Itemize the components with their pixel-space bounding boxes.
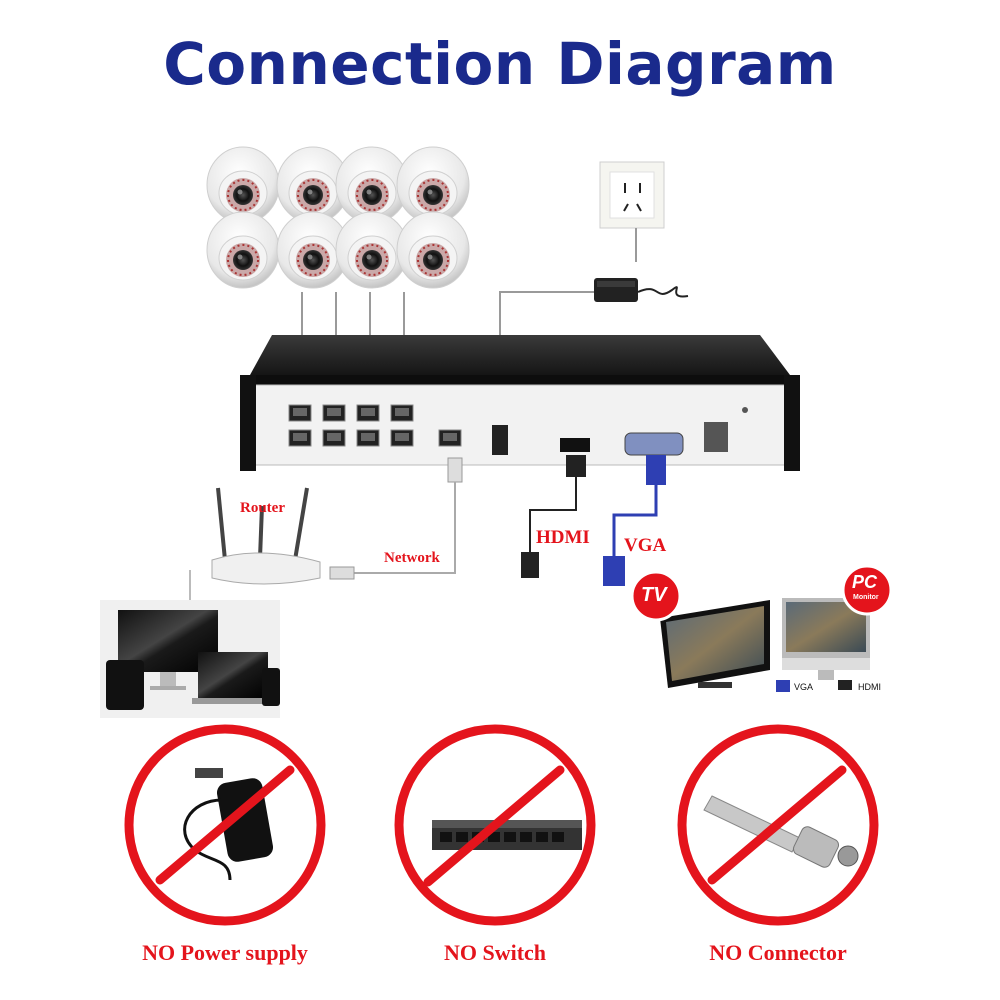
- hdmi-cable: [521, 455, 586, 578]
- router-icon: [189, 487, 321, 600]
- pc-monitor-icon: [782, 564, 893, 680]
- vga-connector-icon: [776, 680, 790, 692]
- vga-label: VGA: [624, 535, 667, 556]
- pc-badge: PC: [852, 572, 878, 592]
- hdmi-connector-icon: [838, 680, 852, 690]
- router-label: Router: [240, 500, 285, 516]
- wall-socket-icon: [599, 161, 665, 229]
- hdmi-label: HDMI: [536, 527, 590, 548]
- no-connector-label: NO Connector: [709, 940, 847, 965]
- prohibition-power-supply: [124, 724, 326, 926]
- page-title: Connection Diagram: [163, 30, 837, 98]
- legend-vga-label: VGA: [794, 682, 814, 692]
- dome-cameras: [206, 146, 470, 289]
- power-adapter-icon: [594, 278, 689, 302]
- no-power-supply-label: NO Power supply: [142, 940, 308, 965]
- prohibition-connector: [677, 724, 879, 926]
- prohibition-switch: [394, 724, 596, 926]
- network-cable: [329, 457, 463, 580]
- tv-badge: TV: [641, 584, 667, 606]
- tv-monitor-icon: [630, 570, 770, 688]
- client-devices-icon: [100, 600, 280, 718]
- vga-cable: [603, 455, 666, 586]
- no-switch-label: NO Switch: [443, 940, 547, 965]
- network-label: Network: [384, 550, 440, 566]
- legend-hdmi-label: HDMI: [858, 682, 881, 692]
- pc-badge-sub: Monitor: [853, 594, 879, 601]
- nvr-recorder: [240, 335, 800, 471]
